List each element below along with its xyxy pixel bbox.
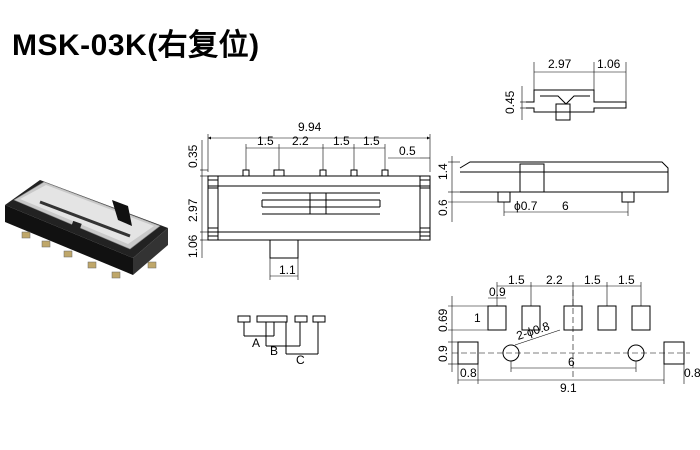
- dim-pin-diameter: ϕ0.7: [514, 199, 538, 213]
- front-view: [200, 134, 431, 280]
- dim-front-pitch-1: 1.5: [257, 134, 274, 148]
- dim-fp-pitch-2: 2.2: [546, 273, 563, 287]
- footprint: [448, 282, 690, 384]
- dim-tab-width: 0.5: [399, 144, 416, 158]
- dim-top-view-height: 1.4: [436, 163, 450, 180]
- dim-side-pad-width: 0.8: [460, 366, 477, 380]
- dim-body-height: 2.97: [186, 198, 200, 222]
- dim-pad-height: 1: [474, 311, 481, 325]
- schematic-label-a: A: [252, 336, 260, 350]
- dim-pin-height: 0.6: [436, 199, 450, 216]
- page-title: MSK-03K(右复位): [12, 29, 260, 62]
- dim-overall-span: 9.1: [560, 381, 577, 395]
- top-view: [448, 156, 669, 222]
- dim-side-top-width: 2.97: [548, 57, 572, 71]
- dim-overall-width: 9.94: [298, 120, 322, 134]
- front-view-body: [207, 175, 431, 241]
- schematic: [237, 315, 326, 355]
- dim-pad-gap: 0.69: [436, 308, 450, 332]
- dim-pad-width: 0.9: [489, 285, 506, 299]
- dim-top-offset: 0.35: [186, 144, 200, 168]
- dim-right-pad-width: 0.8: [684, 366, 700, 380]
- dim-side-left-height: 0.45: [503, 90, 517, 114]
- dim-bottom-offset: 1.06: [186, 234, 200, 258]
- dim-pin-spacing: 6: [562, 199, 569, 213]
- dim-fp-pitch-4: 1.5: [618, 273, 635, 287]
- dim-fp-pitch-1: 1.5: [508, 273, 525, 287]
- dim-hole-spacing: 6: [568, 355, 575, 369]
- dim-side-pad-height: 0.9: [436, 345, 450, 362]
- dim-front-pitch-2: 2.2: [292, 134, 309, 148]
- dim-side-top-right: 1.06: [597, 57, 621, 71]
- side-view: [520, 62, 627, 121]
- front-view-actuator: [269, 239, 299, 259]
- dim-front-pitch-3: 1.5: [333, 134, 350, 148]
- dim-actuator-width: 1.1: [279, 263, 296, 277]
- dim-front-pitch-4: 1.5: [363, 134, 380, 148]
- schematic-label-c: C: [296, 353, 305, 367]
- dim-fp-pitch-3: 1.5: [584, 273, 601, 287]
- schematic-label-b: B: [270, 344, 278, 358]
- switch-photo: [5, 180, 168, 279]
